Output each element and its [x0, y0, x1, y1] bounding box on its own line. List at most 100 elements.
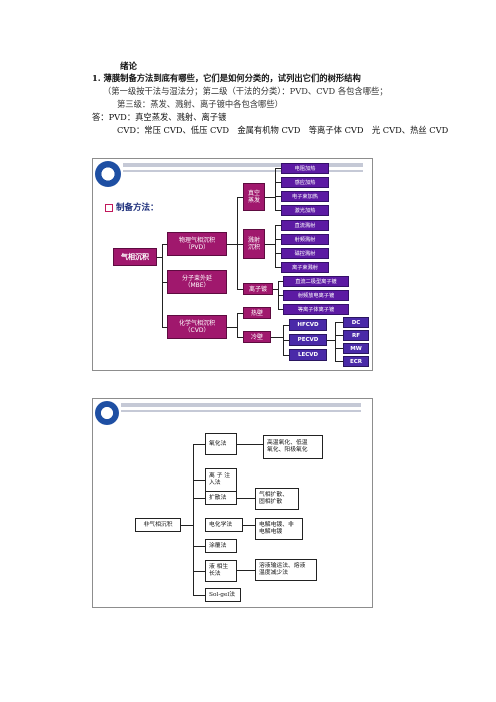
- connector: [335, 322, 336, 362]
- header-bar: [121, 403, 361, 407]
- connector: [265, 197, 275, 198]
- pvd-box: 物理气相沉积 （PVD）: [167, 232, 227, 256]
- non-vapor-root-box: 非气相沉积: [135, 518, 181, 532]
- connector: [275, 182, 281, 183]
- cvd-box: 化学气相沉积 （CVD）: [167, 315, 227, 339]
- connector: [237, 197, 238, 289]
- electrochem-desc: 电解电镀、非 电解电镀: [255, 518, 303, 540]
- sputter-item: 离子束溅射: [281, 262, 329, 273]
- connector: [193, 444, 205, 445]
- liquid-growth-desc: 溶液输运法、熔液 温度减少法: [255, 559, 317, 581]
- connector: [193, 480, 205, 481]
- connector: [193, 498, 205, 499]
- pecvd-sub-dc: DC: [343, 317, 369, 328]
- connector: [162, 282, 167, 283]
- university-logo-icon: [95, 161, 121, 187]
- connector: [278, 309, 283, 310]
- connector: [237, 313, 238, 338]
- pecvd-sub-ecr: ECR: [343, 356, 369, 367]
- university-logo-icon: [95, 401, 119, 425]
- sputter-item: 直流溅射: [281, 220, 329, 231]
- connector: [243, 525, 255, 526]
- connector: [278, 281, 283, 282]
- connector: [275, 168, 281, 169]
- hfcvd-box: HFCVD: [289, 319, 327, 331]
- connector: [162, 244, 167, 245]
- connector: [193, 444, 194, 595]
- connector: [278, 295, 283, 296]
- sputtering-box: 溅射 沉积: [243, 229, 265, 259]
- oxidation-desc: 高温氧化、低温 氧化、阳极氧化: [263, 435, 323, 459]
- connector: [275, 225, 276, 268]
- connector: [237, 498, 255, 499]
- header-bar: [123, 163, 363, 167]
- connector: [237, 444, 263, 445]
- ion-item: 等离子体离子镀: [283, 304, 349, 315]
- evap-item: 激光加热: [281, 205, 329, 216]
- evaporation-box: 真空 蒸发: [243, 183, 265, 211]
- hot-wall-box: 热壁: [243, 307, 271, 319]
- pecvd-sub-rf: RF: [343, 330, 369, 341]
- classification-note-1: （第一级按干法与湿法分；第二级（干法的分类）：PVD、CVD 各包含哪些；: [103, 86, 388, 96]
- answer-pvd: 答：PVD：真空蒸发、溅射、离子镀: [92, 112, 227, 122]
- connector: [273, 289, 278, 290]
- connector: [275, 253, 281, 254]
- connector: [335, 361, 343, 362]
- oxidation-box: 氧化法: [205, 433, 237, 455]
- evap-item: 电子束加热: [281, 191, 329, 202]
- connector: [193, 571, 205, 572]
- ion-plating-box: 离子镀: [243, 283, 273, 295]
- mbe-box: 分子束外延 （MBE）: [167, 270, 227, 294]
- ion-implant-box: 离 子 注 入法: [205, 468, 237, 492]
- connector: [227, 327, 237, 328]
- connector: [275, 210, 281, 211]
- pecvd-sub-mw: MW: [343, 343, 369, 354]
- cold-wall-box: 冷壁: [243, 331, 271, 343]
- connector: [283, 325, 289, 326]
- connector: [237, 313, 243, 314]
- evap-item: 感应加热: [281, 177, 329, 188]
- question-heading: 1. 薄膜制备方法到底有哪些，它们是如何分类的，试列出它们的树形结构: [92, 73, 361, 83]
- connector: [227, 244, 237, 245]
- header-bar-thin: [123, 170, 363, 172]
- lecvd-box: LECVD: [289, 349, 327, 361]
- slide-non-vapor-deposition: 非气相沉积 氧化法 离 子 注 入法 扩散法 电化学法 涂覆法 液 相生 长法 …: [92, 398, 373, 608]
- diffusion-box: 扩散法: [205, 491, 237, 505]
- connector: [327, 340, 335, 341]
- connector: [335, 348, 343, 349]
- connector: [265, 244, 275, 245]
- connector: [237, 289, 243, 290]
- connector: [157, 257, 162, 258]
- connector: [335, 322, 343, 323]
- connector: [271, 337, 283, 338]
- connector: [237, 244, 243, 245]
- header-bar-thin: [121, 410, 361, 412]
- connector: [181, 525, 193, 526]
- answer-cvd: CVD：常压 CVD、低压 CVD 金属有机物 CVD 等离子体 CVD 光 C…: [117, 125, 449, 135]
- liquid-growth-box: 液 相生 长法: [205, 560, 237, 582]
- bullet-square-icon: [105, 203, 113, 212]
- connector: [275, 225, 281, 226]
- coating-box: 涂覆法: [205, 539, 237, 553]
- vapor-deposition-box: 气相沉积: [113, 248, 157, 266]
- connector: [283, 355, 289, 356]
- connector: [275, 267, 281, 268]
- diffusion-desc: 气相扩散、 固相扩散: [255, 488, 299, 510]
- connector: [162, 244, 163, 328]
- connector: [237, 197, 243, 198]
- connector: [193, 595, 205, 596]
- sputter-item: 射频溅射: [281, 234, 329, 245]
- connector: [162, 327, 167, 328]
- connector: [237, 570, 255, 571]
- connector: [275, 239, 281, 240]
- connector: [237, 337, 243, 338]
- connector: [335, 335, 343, 336]
- slide-vapor-deposition: 制备方法： 气相沉积 物理气相沉积 （PVD） 分子束外延 （MBE） 化学气相…: [92, 158, 373, 371]
- classification-note-2: 第三级：蒸发、溅射、离子镀中各包含哪些）: [117, 99, 283, 109]
- connector: [283, 340, 289, 341]
- ion-item: 直流二极型离子镀: [283, 276, 349, 287]
- pecvd-box: PECVD: [289, 334, 327, 346]
- connector: [275, 196, 281, 197]
- method-heading: 制备方法：: [105, 201, 159, 213]
- connector: [275, 168, 276, 211]
